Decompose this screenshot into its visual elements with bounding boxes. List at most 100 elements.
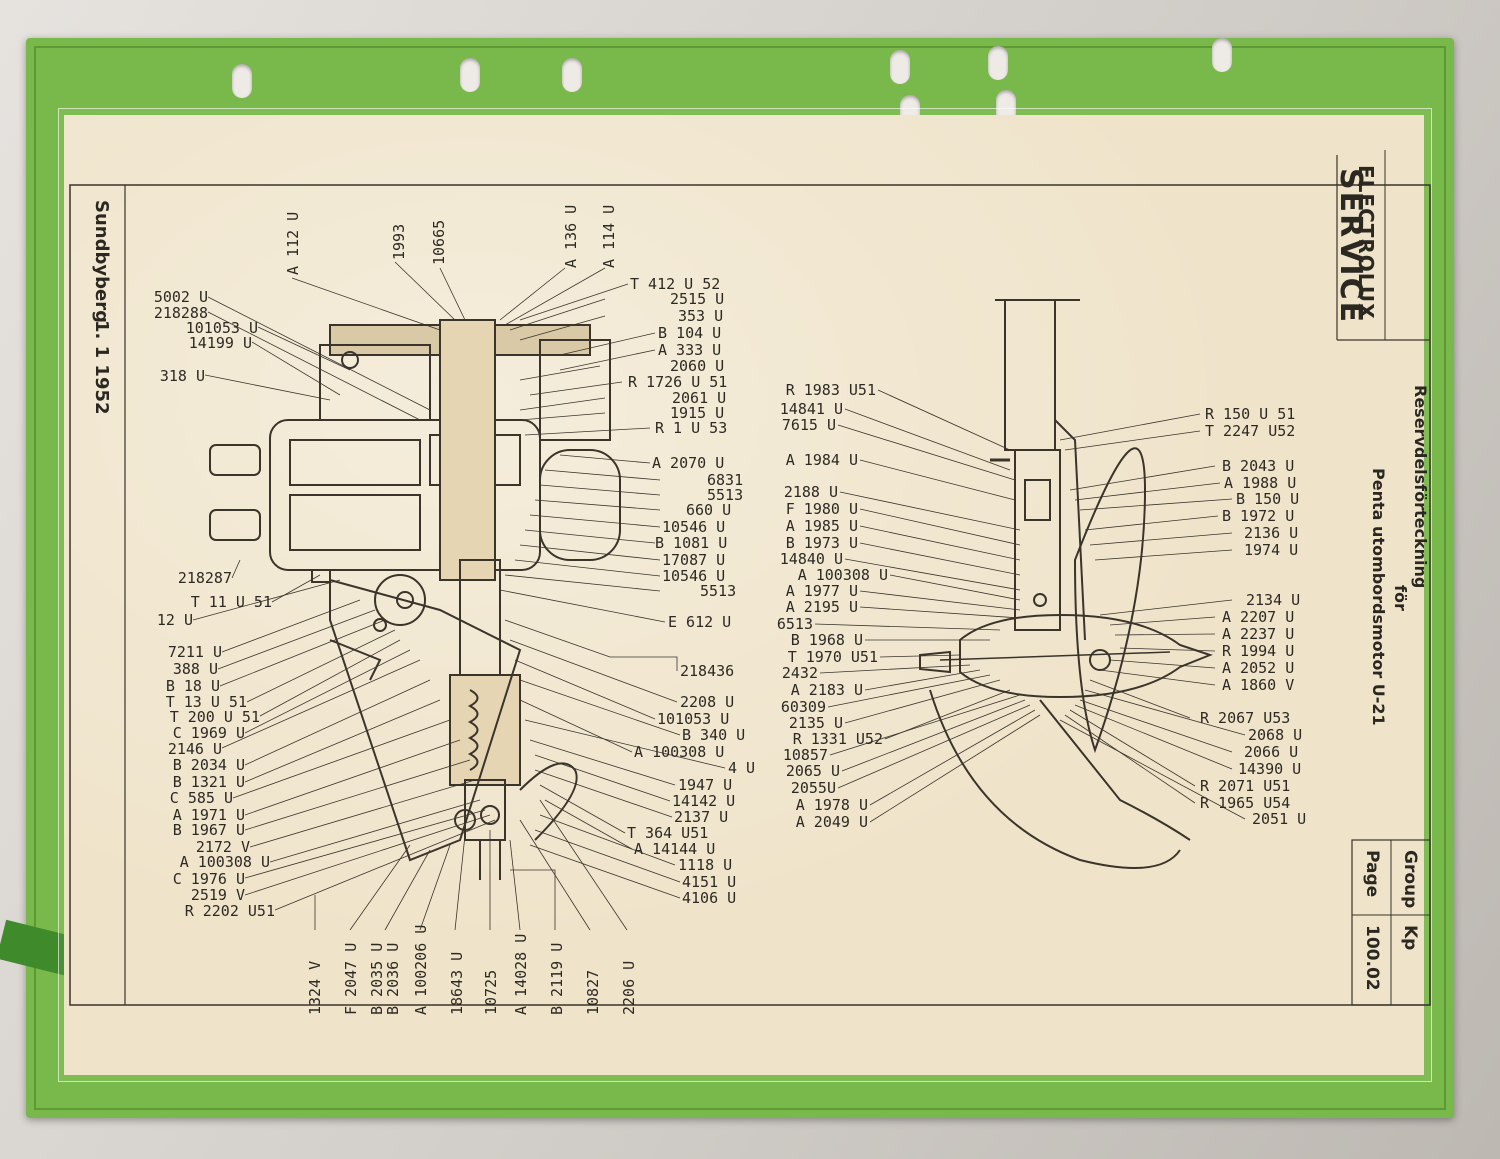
part-label: R 1983 U51 bbox=[785, 381, 876, 399]
part-label: T 11 U 51 bbox=[190, 593, 272, 611]
part-label: 5513 bbox=[707, 486, 744, 504]
part-label: A 100308 U bbox=[797, 566, 888, 584]
part-label: 2136 U bbox=[1244, 524, 1299, 542]
part-label: 218287 bbox=[177, 569, 232, 587]
leader-lines-left bbox=[192, 296, 496, 911]
part-label: A 2237 U bbox=[1222, 625, 1295, 643]
part-label: R 1994 U bbox=[1222, 642, 1295, 660]
part-label: 2065 U bbox=[785, 762, 840, 780]
part-label: 353 U bbox=[678, 307, 724, 325]
engine-cross-section bbox=[209, 319, 621, 880]
punch-hole bbox=[562, 58, 582, 92]
part-label: 1118 U bbox=[678, 856, 733, 874]
part-label: 10546 U bbox=[662, 567, 726, 585]
punch-hole bbox=[988, 46, 1008, 80]
part-label: T 2247 U52 bbox=[1205, 422, 1296, 440]
part-label: 7211 U bbox=[167, 643, 222, 661]
part-label: 4106 U bbox=[682, 889, 737, 907]
part-label: R 1331 U52 bbox=[792, 730, 883, 748]
drawing-frame bbox=[69, 184, 1431, 1006]
part-label: 7615 U bbox=[781, 416, 836, 434]
part-label-vertical: B 2036 U bbox=[384, 942, 402, 1015]
part-label: B 1968 U bbox=[790, 631, 863, 649]
part-label: A 1971 U bbox=[172, 806, 245, 824]
part-label: 6831 bbox=[707, 471, 744, 489]
leader-lines-gear bbox=[814, 389, 1246, 823]
part-label: A 2183 U bbox=[790, 681, 863, 699]
part-label: 1947 U bbox=[678, 776, 733, 794]
part-label: A 2052 U bbox=[1222, 659, 1295, 677]
title-line-2: för bbox=[1391, 585, 1410, 611]
part-label: B 2034 U bbox=[172, 756, 245, 774]
part-label: A 1984 U bbox=[785, 451, 858, 469]
part-label: 2432 bbox=[781, 664, 818, 682]
part-label-vertical: 1993 bbox=[390, 223, 408, 260]
part-label-vertical: 1324 V bbox=[306, 960, 324, 1015]
part-label: 2051 U bbox=[1252, 810, 1307, 828]
part-label: 2172 V bbox=[195, 838, 250, 856]
page-value: 100.02 bbox=[1362, 925, 1382, 991]
part-label: A 2195 U bbox=[785, 598, 858, 616]
part-label: A 1978 U bbox=[795, 796, 868, 814]
binder-border bbox=[34, 46, 1446, 1110]
part-label: B 1967 U bbox=[172, 821, 245, 839]
part-label-vertical: A 100206 U bbox=[412, 924, 430, 1015]
leader-lines-top bbox=[291, 261, 606, 331]
part-label: A 333 U bbox=[658, 341, 722, 359]
part-label: B 1973 U bbox=[785, 534, 858, 552]
part-label: 60309 bbox=[780, 698, 826, 716]
part-label: 14840 U bbox=[779, 550, 843, 568]
part-label: B 150 U bbox=[1236, 490, 1300, 508]
part-label: A 14144 U bbox=[634, 840, 716, 858]
parts-sheet bbox=[64, 115, 1424, 1075]
part-label-vertical: 10827 bbox=[584, 969, 602, 1015]
leader-lines-right bbox=[499, 283, 726, 899]
part-label: 4 U bbox=[728, 759, 756, 777]
part-label: 14142 U bbox=[672, 792, 736, 810]
part-label: A 2049 U bbox=[795, 813, 868, 831]
group-value: Kp bbox=[1400, 925, 1420, 951]
part-label-vertical: A 112 U bbox=[284, 211, 302, 275]
part-label: B 1972 U bbox=[1222, 507, 1295, 525]
group-label: Group bbox=[1400, 850, 1420, 909]
part-label-vertical: A 114 U bbox=[600, 204, 618, 268]
part-label: R 150 U 51 bbox=[1205, 405, 1296, 423]
title-line-3: Penta utombordsmotor U-21 bbox=[1369, 468, 1388, 726]
part-label: C 585 U bbox=[169, 789, 233, 807]
part-label: 14199 U bbox=[188, 334, 252, 352]
part-label: E 612 U bbox=[668, 613, 732, 631]
plastic-sleeve bbox=[58, 108, 1432, 1082]
part-label: 1915 U bbox=[670, 404, 725, 422]
part-label: 4151 U bbox=[682, 873, 737, 891]
part-label: T 1970 U51 bbox=[787, 648, 878, 666]
part-label: R 1965 U54 bbox=[1200, 794, 1291, 812]
punch-hole bbox=[890, 50, 910, 84]
part-label: R 2071 U51 bbox=[1200, 777, 1291, 795]
part-label: R 1726 U 51 bbox=[628, 373, 728, 391]
part-label-vertical: 18643 U bbox=[448, 951, 466, 1015]
part-label: 660 U bbox=[686, 501, 732, 519]
part-label: 2061 U bbox=[672, 389, 727, 407]
part-label: 101053 U bbox=[185, 319, 258, 337]
part-label: T 200 U 51 bbox=[169, 708, 260, 726]
punch-hole bbox=[1212, 38, 1232, 72]
part-label: 2135 U bbox=[788, 714, 843, 732]
punch-hole bbox=[232, 64, 252, 98]
part-label: B 1081 U bbox=[655, 534, 728, 552]
part-label-vertical: A 136 U bbox=[562, 204, 580, 268]
part-label: 2060 U bbox=[670, 357, 725, 375]
part-label: A 100308 U bbox=[634, 743, 725, 761]
part-label: 5002 U bbox=[153, 288, 208, 306]
part-label: C 1969 U bbox=[172, 724, 245, 742]
part-label: A 100308 U bbox=[179, 853, 270, 871]
part-label: 12 U bbox=[156, 611, 193, 629]
part-label-vertical: 2206 U bbox=[620, 960, 638, 1015]
page-label: Page bbox=[1362, 850, 1382, 898]
part-label-vertical: A 14028 U bbox=[512, 933, 530, 1015]
part-label: A 1860 V bbox=[1222, 676, 1295, 694]
part-label: A 1985 U bbox=[785, 517, 858, 535]
part-label-vertical: 10725 bbox=[482, 969, 500, 1015]
part-label: T 13 U 51 bbox=[165, 693, 247, 711]
part-label: T 412 U 52 bbox=[630, 275, 721, 293]
